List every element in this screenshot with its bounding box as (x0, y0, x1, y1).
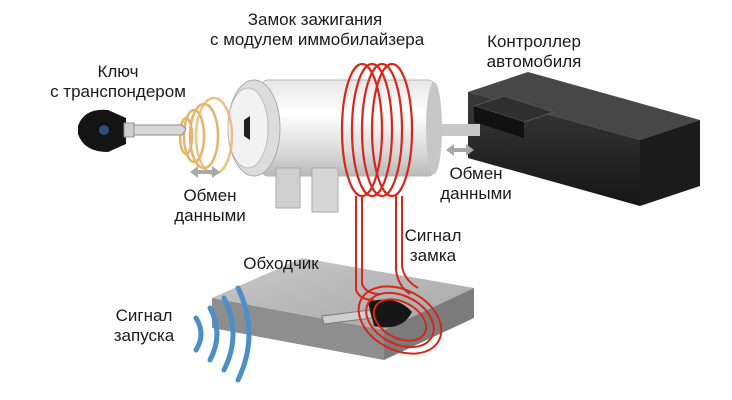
label-ignition-lock: Замок зажигания с модулем иммобилайзера (210, 10, 425, 50)
car-key-icon (78, 109, 187, 152)
label-exchange-left-line1: Обмен (183, 186, 237, 205)
transponder-waves (178, 96, 234, 176)
key-collar (123, 122, 135, 138)
label-exchange-left: Обмен данными (170, 186, 250, 226)
label-exchange-right-line1: Обмен (449, 164, 503, 183)
lock-lower-tab-2 (311, 167, 339, 213)
lock-back-end (426, 82, 442, 174)
label-ignition-lock-line2: с модулем иммобилайзера (210, 30, 425, 49)
exchange-arrow-left (190, 166, 220, 178)
key-blade (133, 124, 187, 136)
label-bypass-text: Обходчик (243, 254, 319, 273)
label-start-signal-line1: Сигнал (115, 306, 173, 325)
lock-keyhole (244, 116, 250, 140)
lock-coil (340, 62, 414, 198)
controller-side-face (640, 120, 700, 206)
label-controller-line2: автомобиля (486, 52, 582, 71)
label-controller-line1: Контроллер (487, 32, 581, 51)
exchange-arrow-right (446, 144, 474, 156)
label-start-signal: Сигнал запуска (104, 306, 184, 346)
key-transponder-dot (99, 125, 109, 135)
label-lock-signal: Сигнал замка (398, 226, 468, 266)
coil-wires (355, 196, 419, 301)
label-exchange-right-line2: данными (440, 184, 512, 203)
label-key-line2: с транспондером (50, 82, 186, 101)
bypass-front-face (212, 298, 384, 360)
bypass-key-head (368, 299, 412, 328)
label-key-line1: Ключ (97, 62, 139, 81)
controller-top-face (468, 72, 700, 140)
label-ignition-lock-line1: Замок зажигания (247, 10, 383, 29)
bypass-side-face (384, 288, 474, 360)
label-lock-signal-line2: замка (409, 246, 457, 265)
label-exchange-right: Обмен данными (436, 164, 516, 204)
start-signal-waves (193, 285, 252, 383)
controller-connector-front (474, 106, 524, 138)
controller-box (468, 72, 700, 206)
label-start-signal-line2: запуска (113, 326, 175, 345)
label-controller: Контроллер автомобиля (474, 32, 594, 72)
lock-lower-tab-1 (275, 167, 301, 209)
label-lock-signal-line1: Сигнал (404, 226, 462, 245)
label-exchange-left-line2: данными (174, 206, 246, 225)
label-key: Ключ с транспондером (38, 62, 198, 102)
controller-connector (472, 95, 556, 123)
label-bypass: Обходчик (236, 254, 326, 274)
bypass-coil (357, 285, 443, 355)
